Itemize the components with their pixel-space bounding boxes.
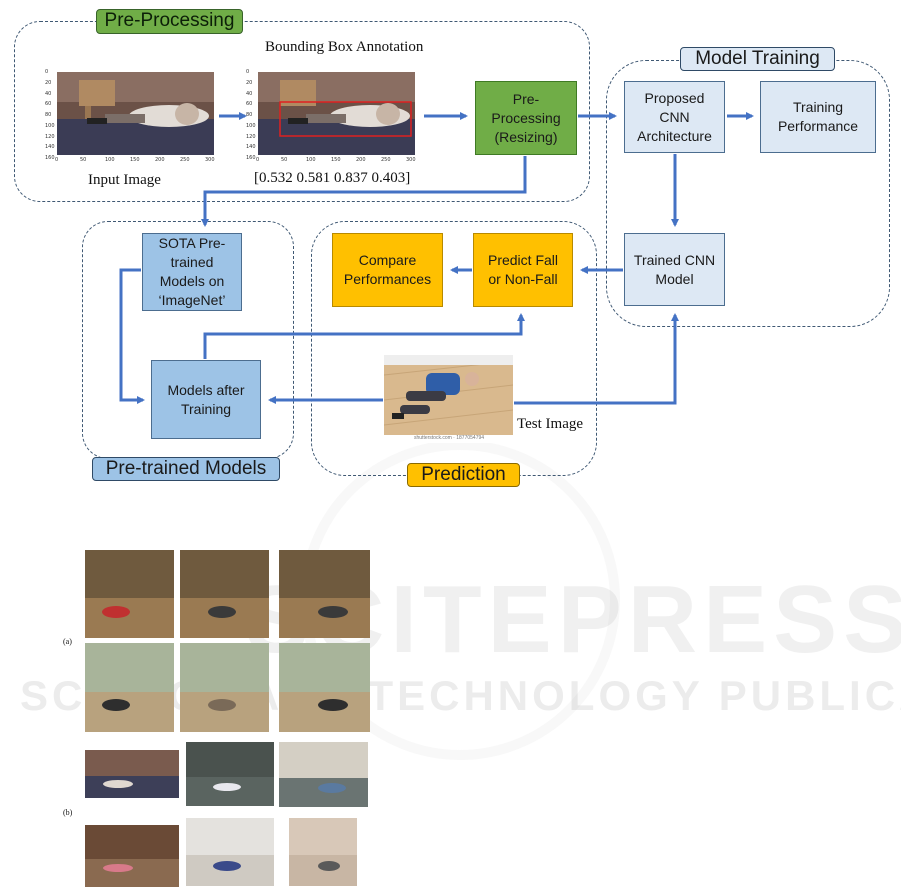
panel-1-x-tick: 100 [306,157,316,163]
bounding-box [279,101,412,137]
prediction-label: Prediction [407,463,520,487]
compare-performances-box: Compare Performances [332,233,443,307]
dataset-thumbnail [279,742,368,807]
dataset-thumbnail [186,818,274,886]
preprocessing-label: Pre-Processing [96,9,243,34]
cnn-architecture-box: Proposed CNN Architecture [624,81,725,153]
panel-0-y-tick: 80 [45,112,52,118]
pretrained-models-label: Pre-trained Models [92,457,280,481]
input-image-caption: Input Image [88,172,161,188]
panel-1-x-tick: 250 [381,157,391,163]
arrow-sota-to-after [119,268,145,404]
test-image-drawing [384,355,513,443]
annotation-title: Bounding Box Annotation [265,39,424,55]
dataset-thumbnail [85,825,179,887]
panel-1-y-tick: 0 [246,69,250,75]
panel-0-y-tick: 140 [45,144,55,151]
bbox-values: [0.532 0.581 0.837 0.403] [254,170,411,186]
dataset-thumbnail [85,750,179,798]
panel-0-y-tick: 20 [45,79,52,86]
panel-1-y-tick: 160 [246,155,256,161]
panel-0-x-tick: 0 [55,157,59,163]
panel-1-x-tick: 150 [331,157,341,163]
predict-fall-box: Predict Fall or Non-Fall [473,233,573,307]
trained-cnn-model-box: Trained CNN Model [624,233,725,306]
dataset-thumbnail [279,643,370,732]
panel-0-x-tick: 300 [205,157,215,163]
label-a: (a) [63,637,72,646]
panel-1-x-tick: 300 [406,157,416,163]
panel-0-x-tick: 150 [130,157,140,163]
panel-1-y-tick: 80 [246,112,253,118]
dataset-thumbnail [180,550,269,638]
label-b: (b) [63,808,73,817]
dataset-thumbnail [186,742,274,806]
dataset-thumbnail [180,643,269,732]
annotated-image-drawing [258,72,415,155]
panel-0-y-tick: 60 [45,101,52,108]
model-training-label: Model Training [680,47,835,71]
panel-0-x-tick: 250 [180,157,190,163]
arrow-resize-to-sota [201,156,527,227]
panel-0-x-tick: 50 [80,157,87,163]
test-image: shutterstock.com · 1877054794 [384,355,513,443]
dataset-thumbnail [279,550,370,638]
dataset-thumbnail [289,818,357,886]
dataset-thumbnail [85,643,174,732]
input-image-drawing [57,72,214,155]
panel-0-y-tick: 40 [45,90,52,97]
stock-credit: shutterstock.com · 1877054794 [414,435,485,441]
resizing-box: Pre-Processing (Resizing) [475,81,577,155]
panel-1-x-tick: 0 [256,157,260,163]
arrow-test-to-trained [514,313,679,405]
arrow-after-to-predict [203,313,525,359]
input-image [57,72,214,155]
models-after-training-box: Models after Training [151,360,261,439]
preprocessing-group [14,21,590,202]
panel-1-x-tick: 200 [356,157,366,163]
panel-1-x-tick: 50 [281,157,288,163]
annotated-image [258,72,415,155]
panel-0-x-tick: 200 [155,157,165,163]
panel-0-y-tick: 0 [45,69,49,75]
sota-pretrained-box: SOTA Pre-trained Models on ‘ImageNet’ [142,233,242,311]
panel-1-y-tick: 60 [246,101,253,108]
panel-1-y-tick: 120 [246,133,256,140]
panel-0-y-tick: 160 [45,155,55,161]
panel-0-y-tick: 100 [45,122,55,129]
training-performance-box: Training Performance [760,81,876,153]
dataset-thumbnail [85,550,174,638]
panel-1-y-tick: 40 [246,90,253,97]
test-image-caption: Test Image [517,416,584,432]
panel-1-y-tick: 140 [246,144,256,151]
panel-1-y-tick: 20 [246,79,253,86]
panel-0-x-tick: 100 [105,157,115,163]
panel-1-y-tick: 100 [246,122,256,129]
panel-0-y-tick: 120 [45,133,55,140]
